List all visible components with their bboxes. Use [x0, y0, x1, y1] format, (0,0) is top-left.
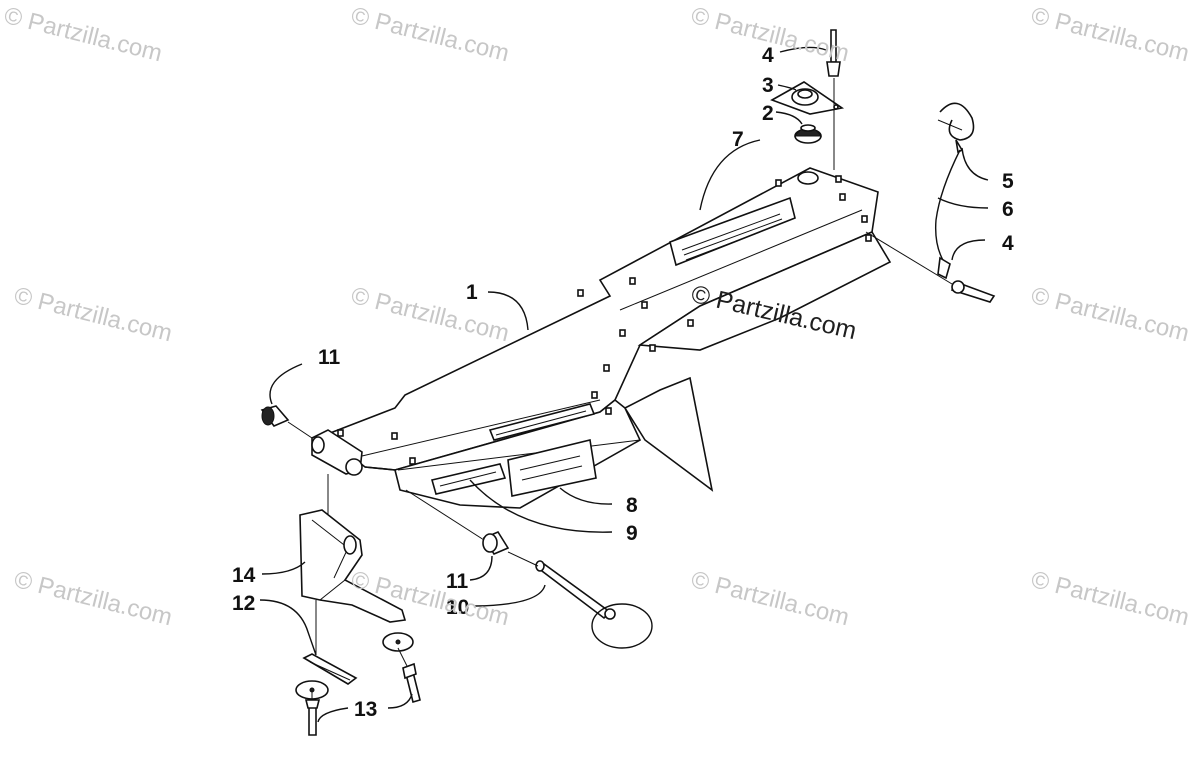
callout-6: 6	[1002, 198, 1014, 221]
callout-4-right: 4	[1002, 232, 1014, 255]
callout-9: 9	[626, 522, 638, 545]
tether-cord-part	[865, 102, 996, 303]
end-cap-11-left-part	[260, 405, 313, 439]
decal-8-part	[507, 439, 597, 497]
decal-7-part	[669, 196, 796, 267]
callout-7: 7	[732, 128, 744, 151]
bushing-11-front-part	[405, 489, 510, 556]
plate-12-part	[302, 600, 358, 685]
callout-11-left: 11	[318, 346, 341, 369]
callout-4-top: 4	[762, 44, 774, 67]
bracket-3-part	[770, 81, 845, 115]
callout-8: 8	[626, 494, 638, 517]
base-plate-part	[311, 167, 892, 509]
leader-lines	[259, 46, 989, 723]
callout-12: 12	[232, 592, 255, 615]
callout-3: 3	[762, 74, 774, 97]
rivet-washer-13-part	[295, 632, 421, 736]
mounting-holes	[337, 175, 872, 465]
callout-13: 13	[354, 698, 377, 721]
callout-labels: 1 2 3 4 4 5 6 7 8 9 10 11 11 12 13 14	[232, 44, 1014, 721]
grommet-part	[794, 124, 822, 144]
decal-9-part	[431, 463, 507, 495]
ring-pin-10-part	[507, 551, 653, 649]
callout-10: 10	[446, 596, 469, 619]
decal-strip	[488, 403, 596, 441]
callout-5: 5	[1002, 170, 1014, 193]
callout-11-front: 11	[446, 570, 469, 593]
pin-4-top-part	[826, 29, 841, 170]
callout-14: 14	[232, 564, 256, 587]
callout-2: 2	[762, 102, 774, 125]
callout-1: 1	[466, 281, 478, 304]
bracket-14-part	[299, 474, 407, 623]
